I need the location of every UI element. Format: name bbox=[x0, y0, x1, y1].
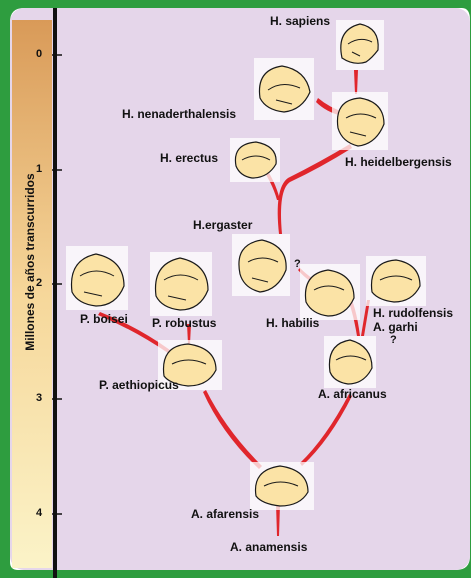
uncertain-mark-garhi: ? bbox=[390, 334, 397, 346]
skull-h-ergaster bbox=[232, 234, 290, 296]
skull-a-afarensis bbox=[250, 462, 314, 510]
label-p-aethiopicus: P. aethiopicus bbox=[99, 378, 179, 392]
skull-h-sapiens bbox=[336, 20, 384, 70]
label-h-habilis: H. habilis bbox=[266, 316, 319, 330]
uncertain-mark-ergaster-habilis: ? bbox=[294, 258, 301, 270]
axis-label: Millones de años transcurridos bbox=[23, 162, 37, 362]
label-p-boisei: P. boisei bbox=[80, 312, 128, 326]
label-h-rudolfensis: H. rudolfensis bbox=[373, 306, 453, 320]
label-p-robustus: P. robustus bbox=[152, 316, 216, 330]
label-h-ergaster: H.ergaster bbox=[193, 218, 252, 232]
label-h-heidelbergensis: H. heidelbergensis bbox=[345, 155, 452, 169]
label-h-sapiens: H. sapiens bbox=[270, 14, 330, 28]
skull-h-heidelbergensis bbox=[332, 92, 388, 150]
skull-h-erectus bbox=[230, 138, 280, 182]
axis-tick-label-4: 4 bbox=[36, 507, 42, 519]
label-h-neanderthalensis: H. nenaderthalensis bbox=[122, 107, 236, 121]
skull-a-africanus bbox=[324, 336, 376, 388]
label-a-anamensis: A. anamensis bbox=[230, 540, 307, 554]
axis-tick-label-0: 0 bbox=[36, 48, 42, 60]
label-a-africanus: A. africanus bbox=[318, 387, 387, 401]
label-a-afarensis: A. afarensis bbox=[191, 507, 259, 521]
label-h-erectus: H. erectus bbox=[160, 151, 218, 165]
skull-p-robustus bbox=[150, 252, 212, 316]
skull-p-boisei bbox=[66, 246, 128, 310]
skull-h-habilis bbox=[300, 264, 360, 320]
label-a-garhi: A. garhi bbox=[373, 320, 418, 334]
skull-h-neanderthalensis bbox=[254, 58, 314, 120]
skull-h-rudolfensis bbox=[366, 256, 426, 306]
axis-tick-label-3: 3 bbox=[36, 392, 42, 404]
